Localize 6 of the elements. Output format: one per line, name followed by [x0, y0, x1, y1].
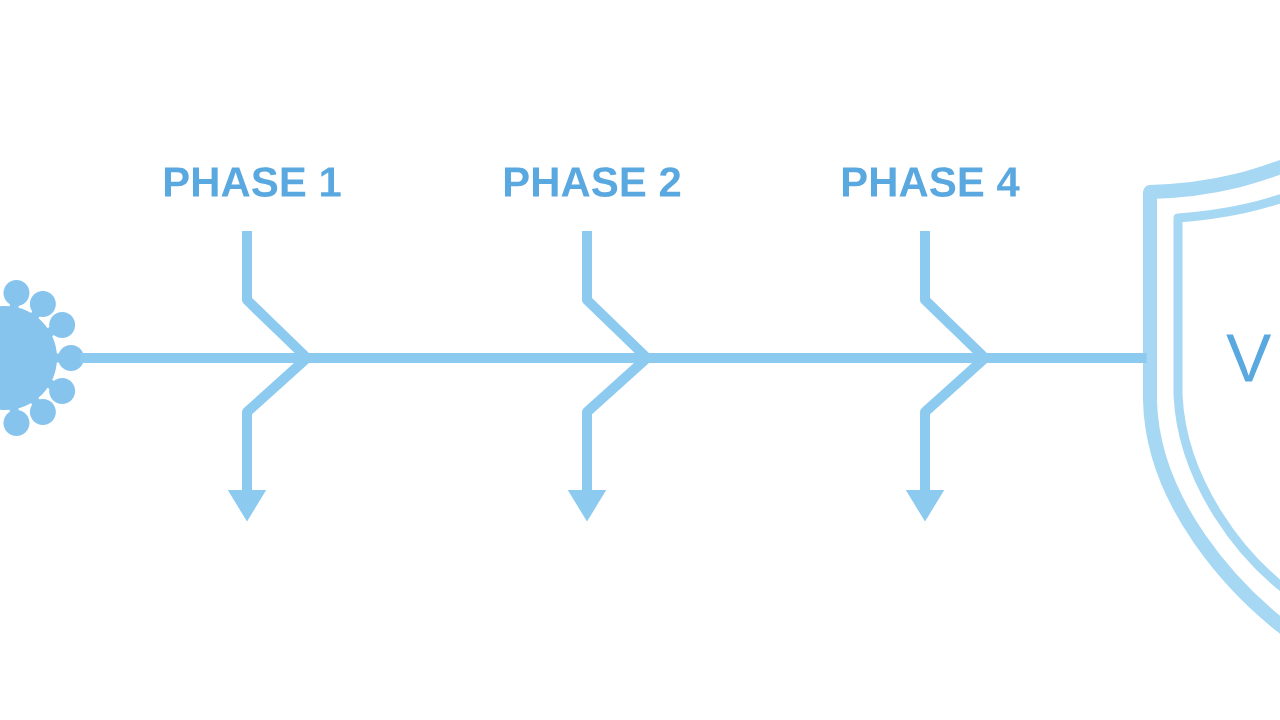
- phase-label: PHASE 1: [164, 167, 341, 197]
- phase-label: PHASE 2: [504, 167, 681, 197]
- timeline-line: [80, 353, 1147, 363]
- phase-label: PHASE 4: [842, 167, 1020, 197]
- virus-drawing: [0, 280, 84, 436]
- shield-drawing: V: [1143, 153, 1280, 647]
